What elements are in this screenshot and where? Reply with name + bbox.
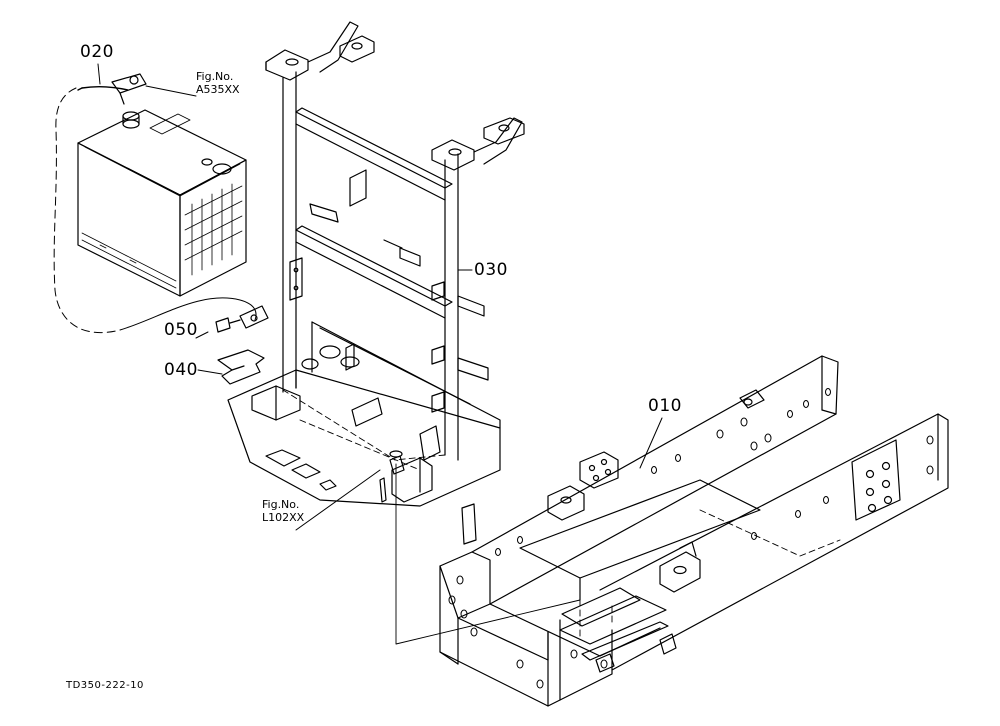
battery-drawing [53,73,269,334]
part-label-010[interactable]: 010 [648,396,682,416]
main-frame-drawing [395,355,949,707]
figure-ref-frame-code: L102XX [262,511,305,524]
part-label-040[interactable]: 040 [164,360,198,380]
figure-ref-frame[interactable]: Fig.No. L102XX [262,498,304,524]
figure-ref-battery-code: A535XX [196,83,240,96]
clamp-drawing [217,349,265,385]
part-label-020[interactable]: 020 [80,42,114,62]
figure-ref-battery[interactable]: Fig.No. A535XX [196,70,240,96]
drawing-id: TD350-222-10 [66,680,144,691]
battery-bracket-drawing [227,21,525,507]
figure-ref-battery-prefix: Fig.No. [196,70,234,83]
part-label-050[interactable]: 050 [164,320,198,340]
part-label-030[interactable]: 030 [474,260,508,280]
leader-lines [97,63,663,531]
figure-ref-frame-prefix: Fig.No. [262,498,300,511]
